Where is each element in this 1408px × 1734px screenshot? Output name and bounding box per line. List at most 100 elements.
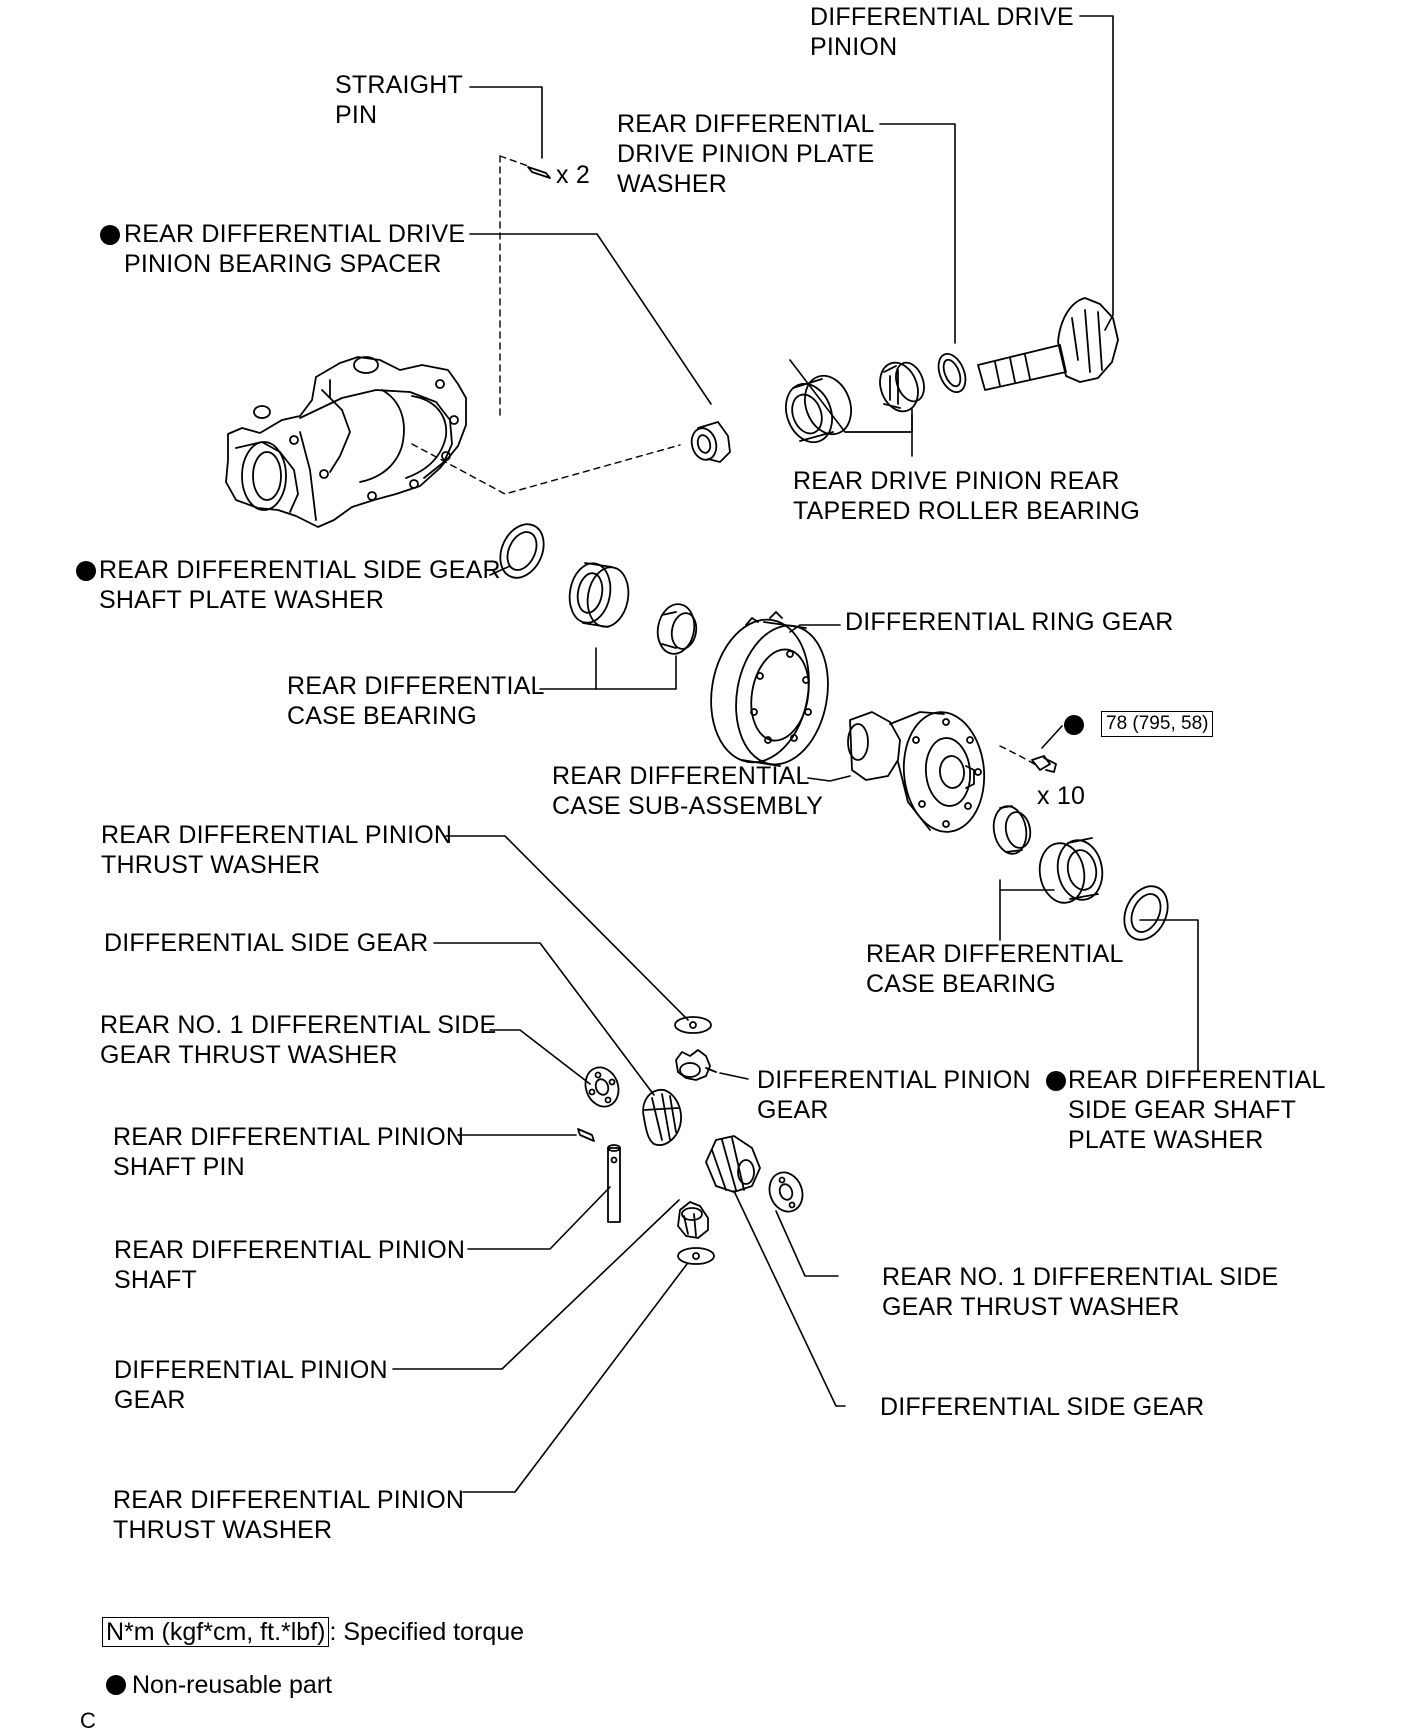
label-line: REAR DIFFERENTIAL PINION [113, 1486, 465, 1514]
torque-spec-box: 78 (795, 58) [1101, 711, 1214, 737]
label-line: DIFFERENTIAL DRIVE [810, 3, 1074, 31]
label-line: REAR DIFFERENTIAL DRIVE [124, 220, 466, 248]
label-line: REAR NO. 1 DIFFERENTIAL SIDE [100, 1011, 497, 1039]
nonreusable-bullet [1046, 1071, 1066, 1091]
label-side-gear-thrust-washer-left: REAR NO. 1 DIFFERENTIAL SIDE GEAR THRUST… [100, 1010, 496, 1070]
label-line: GEAR [757, 1096, 829, 1124]
bolt-quantity: x 10 [1037, 782, 1086, 810]
label-line: PINION [810, 33, 898, 61]
legend-nonreusable-bullet [106, 1675, 126, 1695]
label-pinion-shaft-pin: REAR DIFFERENTIAL PINION SHAFT PIN [113, 1122, 464, 1182]
case-bearing-race-left-part [568, 562, 630, 628]
label-line: PLATE WASHER [1068, 1126, 1264, 1154]
label-line: DIFFERENTIAL PINION [114, 1356, 388, 1384]
case-bearing-race-right-part [1038, 837, 1104, 904]
label-line: REAR DIFFERENTIAL PINION [114, 1236, 466, 1264]
label-line: DRIVE PINION PLATE [617, 140, 875, 168]
label-line: SIDE GEAR SHAFT [1068, 1096, 1297, 1124]
label-side-gear-left: DIFFERENTIAL SIDE GEAR [104, 928, 428, 958]
label-line: REAR DIFFERENTIAL [287, 672, 545, 700]
label-line: CASE BEARING [287, 702, 477, 730]
label-line: TAPERED ROLLER BEARING [793, 497, 1141, 525]
pinion-gear-top-part [675, 1049, 717, 1081]
install-path-lines [411, 155, 1039, 767]
label-line: REAR DIFFERENTIAL [866, 940, 1124, 968]
pinion-bearing-race-part [785, 374, 852, 444]
differential-carrier-housing [225, 356, 467, 528]
label-pinion-gear-left: DIFFERENTIAL PINION GEAR [114, 1355, 388, 1415]
side-gear-thrust-washer-left-part [584, 1066, 620, 1108]
label-line: SHAFT PLATE WASHER [99, 586, 385, 614]
label-line: DIFFERENTIAL PINION [757, 1066, 1031, 1094]
label-line: DIFFERENTIAL SIDE GEAR [880, 1393, 1205, 1421]
figure-code: C [80, 1708, 96, 1733]
case-bearing-left-part [656, 603, 698, 655]
side-gear-right-part [705, 1135, 761, 1193]
label-line: THRUST WASHER [113, 1516, 333, 1544]
nonreusable-bullet [76, 561, 96, 581]
label-pinion-thrust-washer-top: REAR DIFFERENTIAL PINION THRUST WASHER [101, 820, 452, 880]
side-gear-left-part [642, 1089, 682, 1146]
leader-lines [392, 15, 1199, 1493]
side-gear-thrust-washer-right-part [768, 1171, 804, 1213]
label-line: REAR DIFFERENTIAL SIDE GEAR [99, 556, 501, 584]
label-case-bearing-right: REAR DIFFERENTIAL CASE BEARING [866, 939, 1124, 999]
label-line: GEAR THRUST WASHER [882, 1293, 1180, 1321]
label-line: REAR DIFFERENTIAL PINION [101, 821, 453, 849]
label-line: REAR DIFFERENTIAL [552, 762, 810, 790]
pinion-gear-bottom-part [677, 1201, 709, 1239]
label-differential-drive-pinion: DIFFERENTIAL DRIVE PINION [810, 2, 1074, 62]
straight-pin-part [527, 166, 551, 179]
label-drive-pinion-plate-washer: REAR DIFFERENTIAL DRIVE PINION PLATE WAS… [617, 109, 875, 199]
legend-torque: N*m (kgf*cm, ft.*lbf): Specified torque [102, 1617, 524, 1647]
pinion-rear-bearing-part [879, 361, 925, 413]
label-line: WASHER [617, 170, 728, 198]
label-line: REAR DRIVE PINION REAR [793, 467, 1120, 495]
legend-torque-text: : Specified torque [329, 1618, 525, 1646]
label-side-gear-shaft-plate-washer-left: REAR DIFFERENTIAL SIDE GEAR SHAFT PLATE … [99, 555, 501, 615]
nonreusable-bullet [1064, 715, 1084, 735]
label-drive-pinion-rear-bearing: REAR DRIVE PINION REAR TAPERED ROLLER BE… [793, 466, 1140, 526]
label-line: THRUST WASHER [101, 851, 321, 879]
label-pinion-shaft: REAR DIFFERENTIAL PINION SHAFT [114, 1235, 465, 1295]
label-line: REAR DIFFERENTIAL [617, 110, 875, 138]
label-line: REAR NO. 1 DIFFERENTIAL SIDE [882, 1263, 1279, 1291]
side-plate-washer-right-part [1123, 885, 1169, 941]
differential-case-part [847, 711, 986, 833]
side-plate-washer-left-part [499, 523, 545, 579]
label-line: REAR DIFFERENTIAL PINION [113, 1123, 465, 1151]
label-pinion-thrust-washer-bottom: REAR DIFFERENTIAL PINION THRUST WASHER [113, 1485, 464, 1545]
label-line: GEAR [114, 1386, 186, 1414]
label-straight-pin: STRAIGHT PIN [335, 70, 463, 130]
pinion-shaft-pin-part [577, 1128, 595, 1142]
legend-torque-box: N*m (kgf*cm, ft.*lbf) [102, 1617, 330, 1647]
label-line: DIFFERENTIAL SIDE GEAR [104, 929, 429, 957]
pinion-shaft-part [607, 1144, 621, 1223]
label-drive-pinion-bearing-spacer: REAR DIFFERENTIAL DRIVE PINION BEARING S… [124, 219, 465, 279]
label-line: CASE SUB-ASSEMBLY [552, 792, 824, 820]
label-line: SHAFT [114, 1266, 197, 1294]
label-line: GEAR THRUST WASHER [100, 1041, 398, 1069]
label-side-gear-right: DIFFERENTIAL SIDE GEAR [880, 1392, 1204, 1422]
label-line: SHAFT PIN [113, 1153, 245, 1181]
ring-gear-bolt-part [1031, 755, 1057, 773]
ring-gear-part [710, 611, 829, 767]
label-line: STRAIGHT [335, 71, 463, 99]
pinion-plate-washer-part [937, 353, 967, 393]
drive-pinion-part [977, 297, 1119, 391]
label-line: PIN [335, 101, 378, 129]
label-line: DIFFERENTIAL RING GEAR [845, 608, 1174, 636]
label-pinion-gear-right: DIFFERENTIAL PINION GEAR [757, 1065, 1031, 1125]
case-bearing-right-part [992, 805, 1032, 855]
label-line: PINION BEARING SPACER [124, 250, 442, 278]
label-line: CASE BEARING [866, 970, 1056, 998]
label-case-sub-assembly: REAR DIFFERENTIAL CASE SUB-ASSEMBLY [552, 761, 823, 821]
straight-pin-quantity: x 2 [556, 161, 590, 189]
label-case-bearing-left: REAR DIFFERENTIAL CASE BEARING [287, 671, 545, 731]
nonreusable-bullet [100, 225, 120, 245]
pinion-thrust-washer-top-part [674, 1016, 712, 1034]
bearing-spacer-part [690, 421, 731, 463]
label-side-gear-shaft-plate-washer-right: REAR DIFFERENTIAL SIDE GEAR SHAFT PLATE … [1068, 1065, 1326, 1155]
label-side-gear-thrust-washer-right: REAR NO. 1 DIFFERENTIAL SIDE GEAR THRUST… [882, 1262, 1278, 1322]
